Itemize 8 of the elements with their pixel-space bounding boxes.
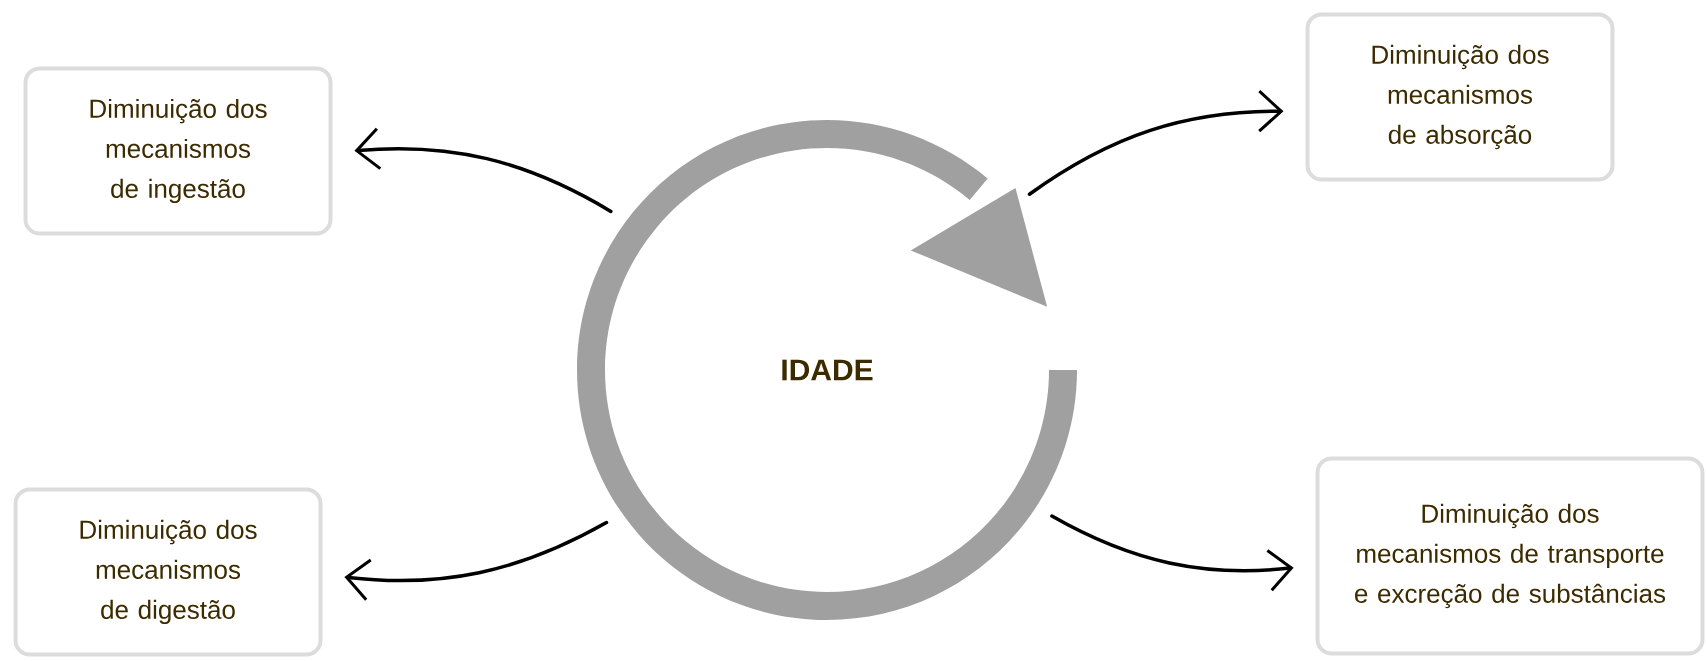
arrow	[1027, 90, 1284, 196]
text-box: Diminuição dos mecanismos de absorção	[1305, 12, 1615, 182]
arrow	[354, 127, 613, 214]
text-box: Diminuição dos mecanismos de ingestão	[23, 66, 333, 236]
arrow	[344, 520, 609, 601]
text-box: Diminuição dos mecanismos de transporte e excreção de substâncias	[1315, 456, 1705, 656]
arrow	[1050, 514, 1294, 592]
text-box: Diminuição dos mecanismos de digestão	[13, 487, 323, 657]
